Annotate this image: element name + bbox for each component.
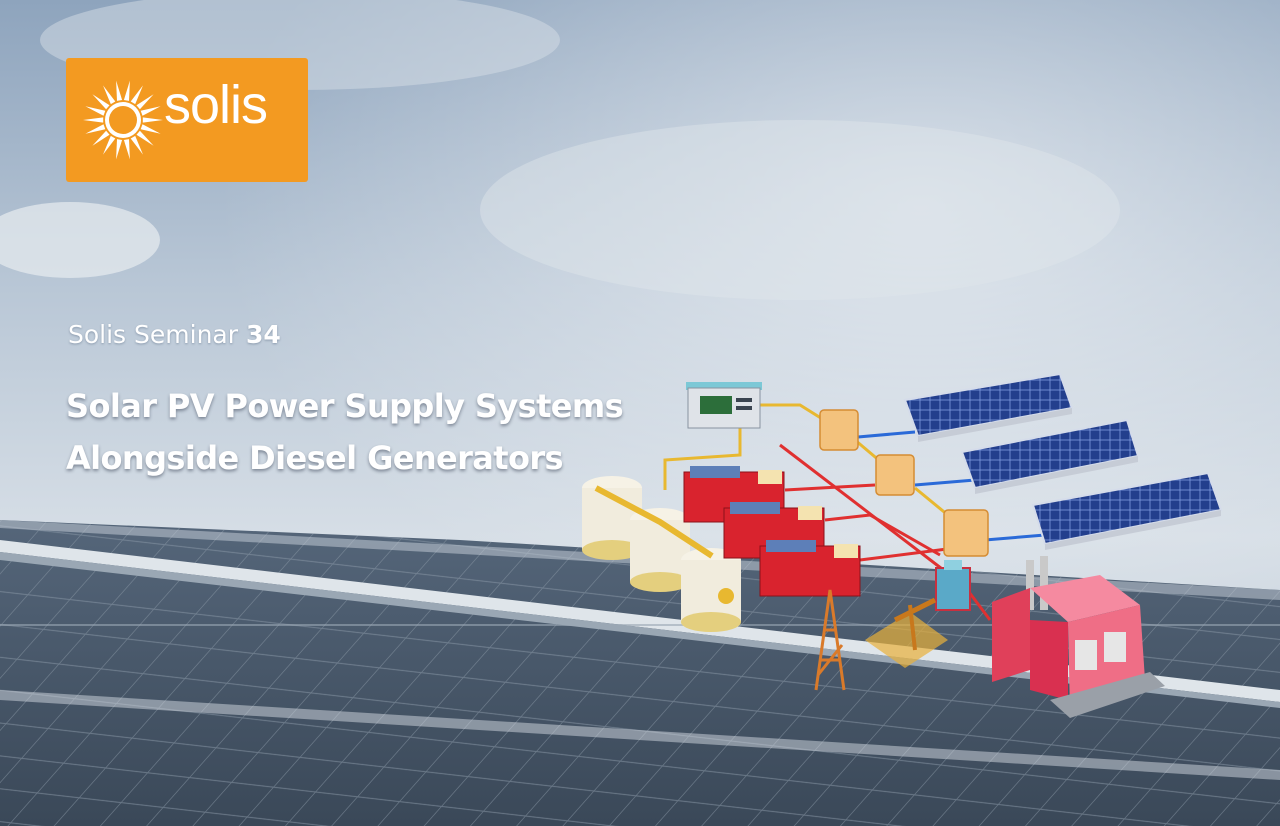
sun-ray <box>130 85 143 105</box>
seminar-number: 34 <box>246 320 281 349</box>
transformer-box <box>935 560 971 611</box>
title-line-1: Solar PV Power Supply Systems <box>66 387 624 425</box>
sun-ray <box>92 94 110 110</box>
diesel-generators <box>683 466 861 597</box>
sun-ray <box>116 139 123 160</box>
sun-ray <box>130 135 143 155</box>
sun-ray <box>83 117 104 123</box>
cloud <box>0 202 160 278</box>
cloud <box>480 120 1120 300</box>
seminar-text: Solis Seminar <box>68 320 239 349</box>
inverter <box>819 409 989 557</box>
sun-ray <box>140 124 161 134</box>
factory-building <box>992 556 1165 718</box>
solis-logo: solis <box>66 58 308 182</box>
pump-jack <box>865 597 948 668</box>
sun-icon <box>83 80 163 160</box>
logo-wordmark: solis <box>164 75 268 135</box>
sun-ray <box>116 80 123 101</box>
controller-unit <box>686 382 762 429</box>
sun-ray <box>92 130 110 146</box>
sun-ray <box>136 94 154 110</box>
sun-ray <box>103 85 116 105</box>
title-line-2: Alongside Diesel Generators <box>66 439 564 477</box>
drilling-rig <box>814 589 846 691</box>
fuel-tanks <box>582 476 741 632</box>
pv-array <box>903 372 1223 550</box>
sun-ray <box>103 135 116 155</box>
sun-ray <box>123 80 130 101</box>
sun-ray <box>85 124 106 134</box>
sun-ray <box>85 106 106 116</box>
page-title: Solar PV Power Supply Systems Alongside … <box>66 380 624 484</box>
sun-ray <box>142 117 163 123</box>
sun-ray <box>136 130 154 146</box>
sun-ray <box>123 139 130 160</box>
sun-ray <box>140 106 161 116</box>
